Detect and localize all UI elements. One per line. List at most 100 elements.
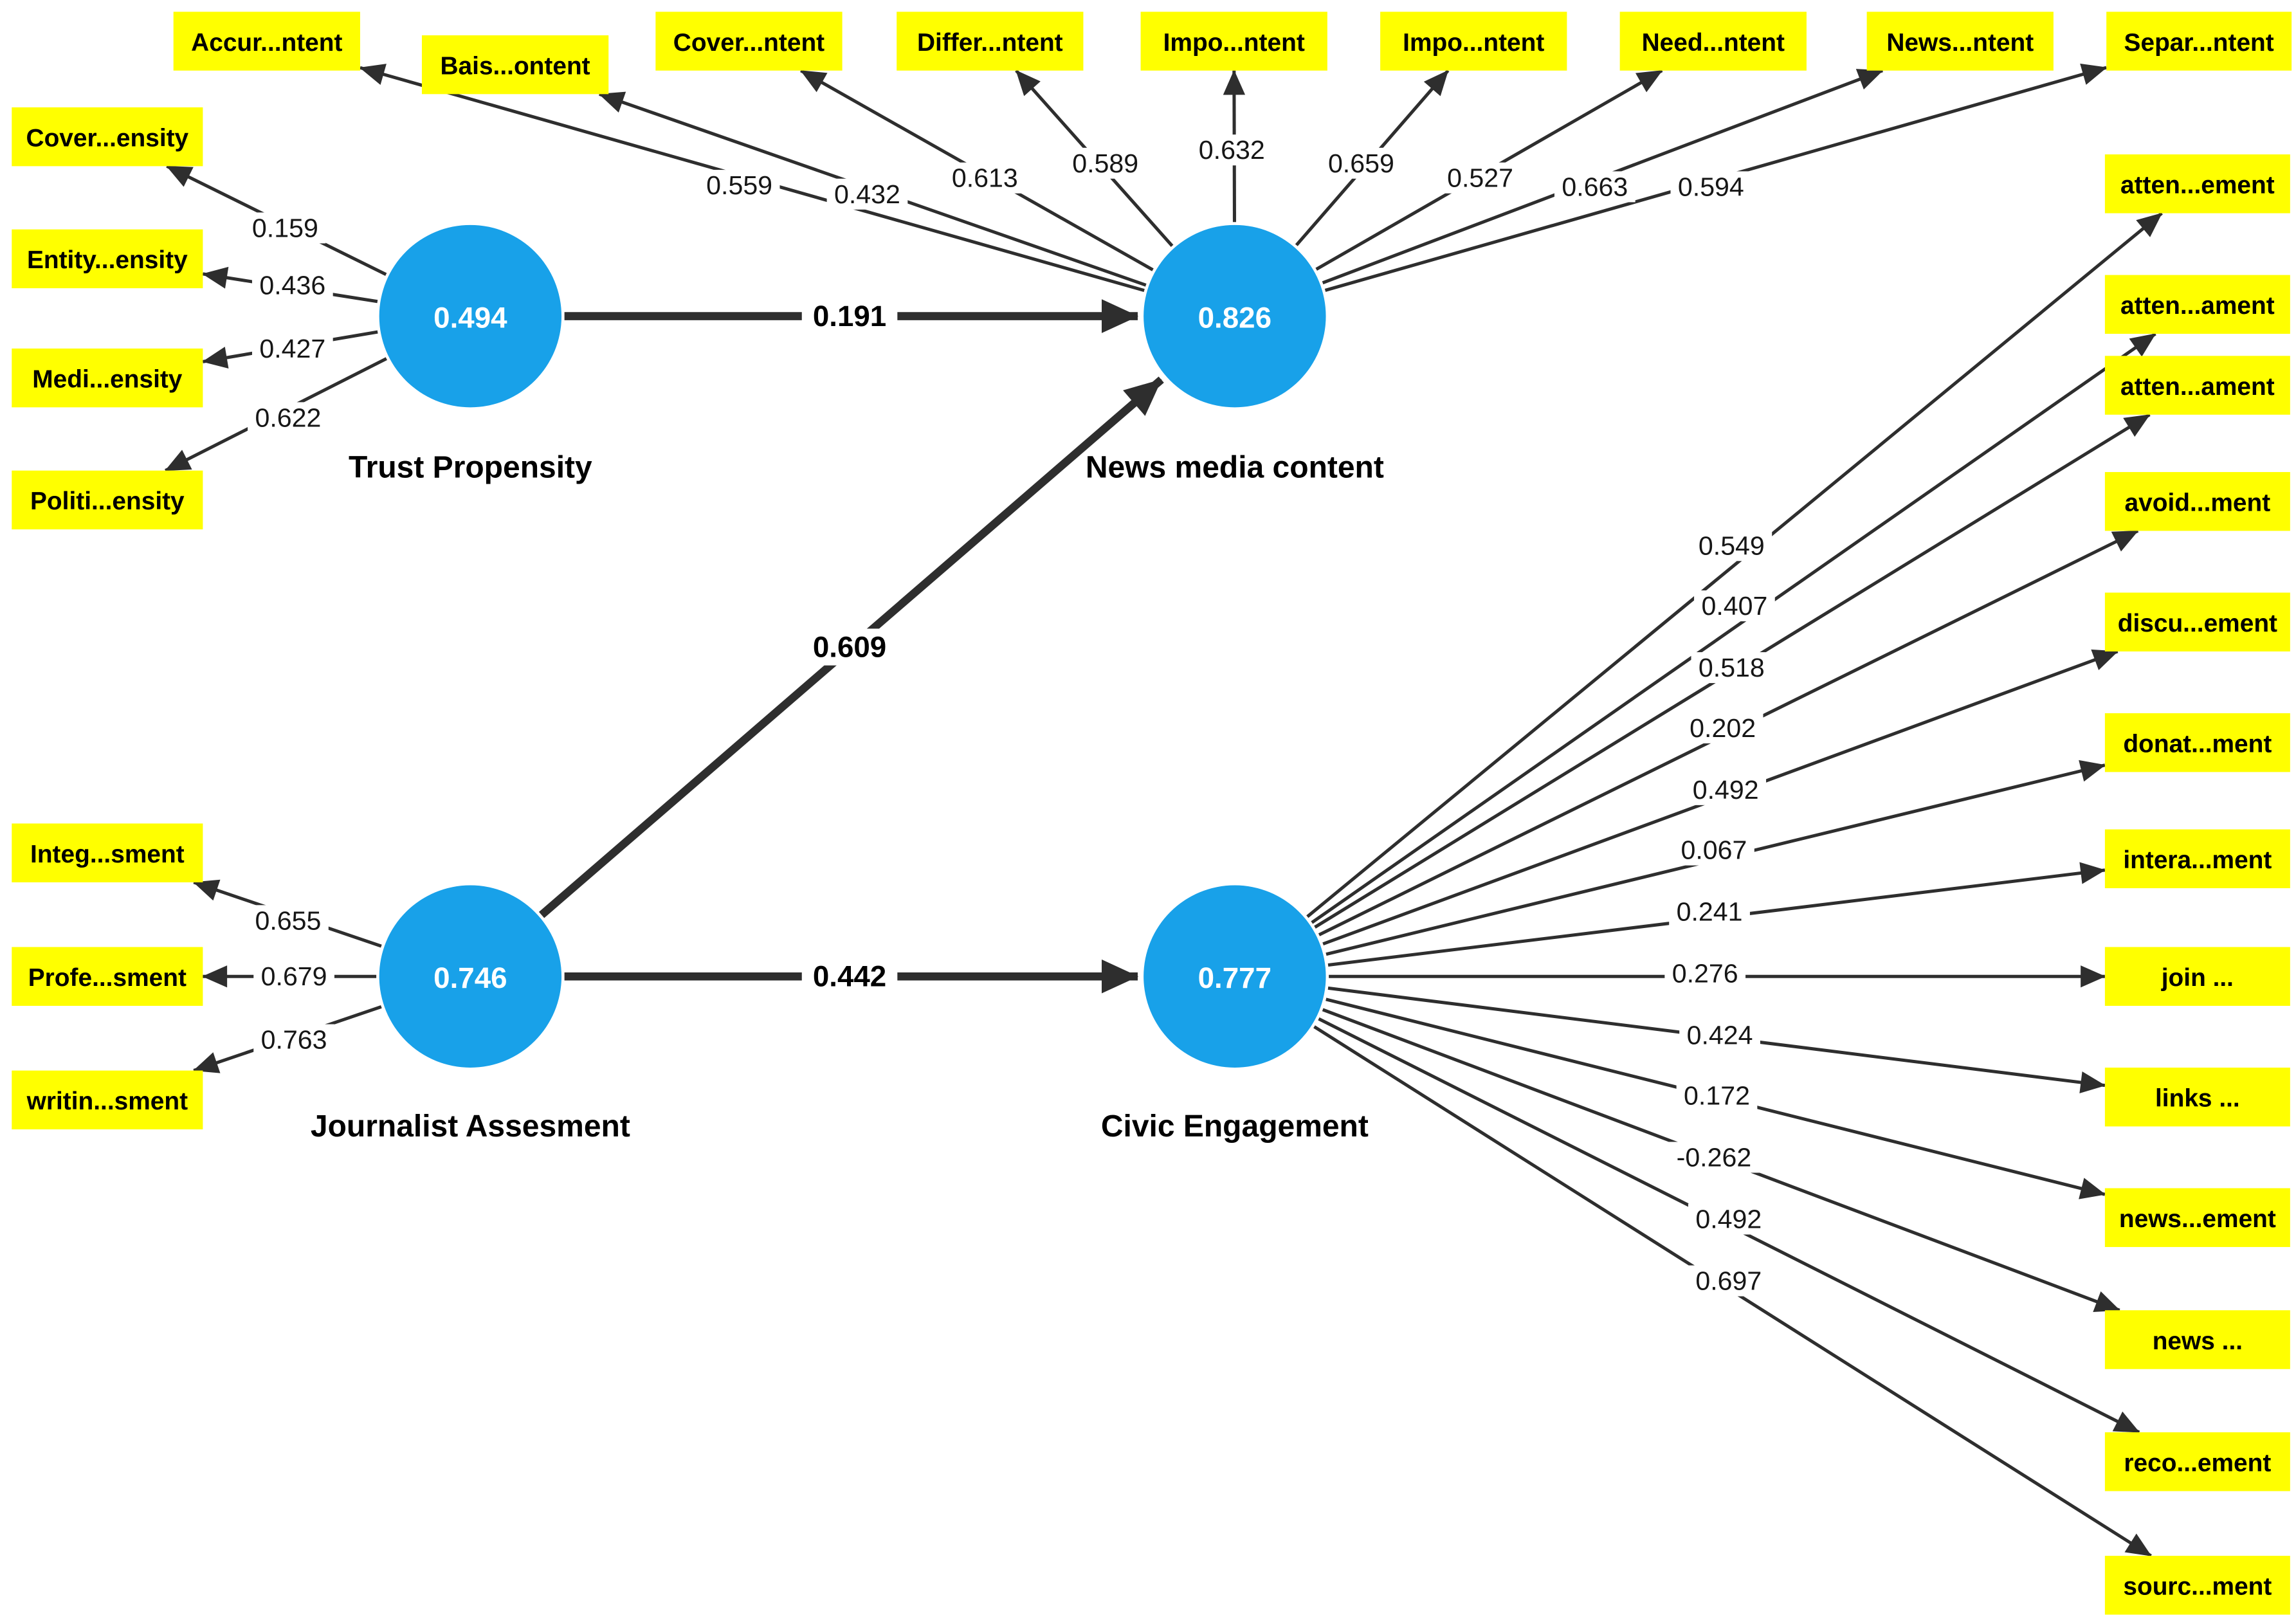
indicator-box (2104, 592, 2290, 652)
indicator-media-density: Medi...ensity (12, 348, 203, 408)
loading-value-attention-1: 0.549 (1699, 531, 1765, 560)
indicator-box (1380, 12, 1567, 71)
loading-value-discussion: 0.492 (1693, 775, 1759, 805)
loading-edge-attention-2 (1311, 332, 2156, 924)
loading-value-importance-2: 0.659 (1328, 149, 1394, 178)
loading-value-halo (1064, 147, 1146, 179)
indicator-box (2104, 1432, 2290, 1491)
loading-value-attention-2: 0.407 (1701, 591, 1767, 621)
indicator-news-content: News...ntent (1866, 12, 2054, 71)
loading-value-attention-3: 0.518 (1699, 653, 1765, 682)
indicator-box (2104, 713, 2290, 772)
indicator-box (2104, 1556, 2290, 1615)
loading-value-coverage-content: 0.613 (952, 163, 1018, 193)
indicator-importance-2: Impo...ntent (1380, 12, 1567, 71)
indicator-label: Entity...ensity (27, 246, 188, 274)
indicator-label: avoid...ment (2125, 489, 2271, 516)
latent-circle (1143, 224, 1326, 408)
path-coefficient-journalist-newsmedia: 0.609 (813, 631, 886, 664)
indicator-avoid: avoid...ment (2104, 471, 2290, 531)
indicator-news-2: news ... (2104, 1310, 2290, 1369)
indicator-label: sourc...ment (2123, 1573, 2272, 1601)
indicator-label: join ... (2161, 964, 2234, 992)
indicator-label: Integ...sment (30, 841, 185, 868)
indicator-box (173, 12, 360, 71)
indicator-source: sourc...ment (2104, 1556, 2290, 1615)
loading-value-bias: 0.432 (834, 179, 900, 209)
loading-value-halo (1682, 712, 1763, 743)
indicator-entity-density: Entity...ensity (12, 229, 203, 289)
latent-r2: 0.826 (1198, 301, 1271, 334)
indicator-donate: donat...ment (2104, 713, 2290, 772)
loading-value-halo (248, 402, 329, 433)
loading-value-accuracy: 0.559 (706, 170, 772, 200)
loading-value-media-density: 0.427 (259, 334, 325, 363)
indicator-label: Impo...ntent (1403, 29, 1544, 57)
loading-value-professional: 0.679 (261, 961, 327, 991)
indicator-label: Bais...ontent (441, 52, 590, 80)
indicator-box (12, 229, 203, 289)
indicator-box (2104, 829, 2290, 889)
loading-value-need: 0.527 (1447, 163, 1513, 193)
loading-value-halo (1688, 1203, 1769, 1235)
indicator-professional: Profe...sment (12, 947, 203, 1006)
indicator-box (12, 1070, 203, 1130)
path-coefficient-trust-newsmedia: 0.191 (813, 300, 886, 333)
indicator-box (421, 35, 609, 95)
indicator-label: Politi...ensity (30, 488, 185, 515)
loading-value-source: 0.697 (1695, 1266, 1762, 1296)
loading-value-halo (1666, 1142, 1762, 1173)
indicator-links: links ... (2104, 1067, 2290, 1127)
indicator-box (1619, 12, 1807, 71)
indicator-box (2106, 12, 2292, 71)
loading-value-links: 0.424 (1687, 1021, 1753, 1050)
latent-r2: 0.746 (433, 961, 507, 994)
indicator-label: atten...ament (2120, 373, 2275, 401)
loading-value-halo (1664, 958, 1746, 989)
latent-circle (379, 224, 562, 408)
indicator-box (2104, 471, 2290, 531)
loading-value-halo (248, 905, 329, 936)
loading-value-halo (1679, 1019, 1760, 1051)
path-coefficient-journalist-civic: 0.442 (813, 960, 886, 993)
latent-name: Civic Engagement (1101, 1109, 1369, 1144)
indicator-label: intera...ment (2123, 846, 2272, 874)
loading-value-halo (944, 162, 1026, 194)
loading-value-halo (251, 269, 333, 301)
latent-circle (379, 885, 562, 1068)
indicator-box (2104, 275, 2290, 334)
indicator-box (12, 107, 203, 167)
loading-value-interaction: 0.241 (1677, 897, 1743, 927)
latent-name: Trust Propensity (349, 451, 592, 485)
indicator-label: discu...ement (2118, 610, 2277, 637)
indicator-importance-1: Impo...ntent (1140, 12, 1327, 71)
latent-r2: 0.494 (433, 301, 507, 334)
latent-circle (1143, 885, 1326, 1068)
indicator-attention-2: atten...ament (2104, 275, 2290, 334)
loading-value-join: 0.276 (1672, 959, 1738, 989)
indicator-box (2104, 1188, 2290, 1247)
indicator-box (12, 470, 203, 530)
indicator-attention-3: atten...ament (2104, 356, 2290, 415)
loading-value-importance-1: 0.632 (1199, 135, 1265, 165)
indicator-attention-1: atten...ement (2104, 154, 2290, 214)
path-coefficients: 0.191 0.609 0.442 (801, 298, 898, 995)
loading-value-halo (698, 170, 780, 201)
loading-value-halo (1688, 1265, 1769, 1297)
indicator-box (2104, 1067, 2290, 1127)
indicator-interaction: intera...ment (2104, 829, 2290, 889)
loading-value-halo (251, 333, 333, 364)
indicator-label: Accur...ntent (191, 29, 342, 57)
loading-value-politics-density: 0.622 (255, 403, 322, 432)
loading-value-halo (1670, 171, 1752, 203)
indicator-politics-density: Politi...ensity (12, 470, 203, 530)
path-coefficient-halo (801, 628, 898, 666)
loading-value-halo (1691, 530, 1772, 561)
indicator-box (2104, 947, 2290, 1006)
loading-value-news-2: -0.262 (1677, 1142, 1752, 1172)
